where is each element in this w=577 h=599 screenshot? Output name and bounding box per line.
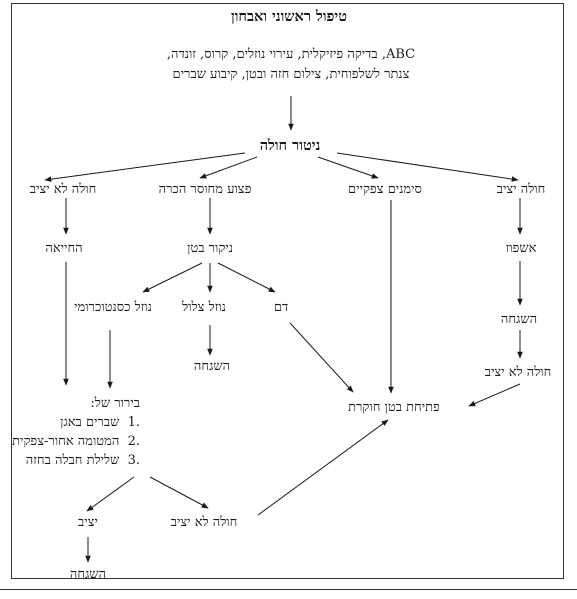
arrow-lavage-to-serosanguinous [142, 262, 203, 293]
diagram-title: טיפול ראשוני ואבחון [231, 8, 347, 25]
resuscitation: החייאה [45, 241, 83, 256]
lavage-clear-fluid: נוזל צלול [182, 300, 226, 315]
workup-item-2: 2. המטומה אחור-צפקית [12, 434, 140, 449]
final-unstable-patient: חולה לא יציב [170, 515, 238, 530]
final-observation: השגחה [69, 567, 107, 582]
initial-management-line-1: ABC, בדיקה פיזיקלית, עירוי נוזלים, קרוס,… [166, 47, 416, 62]
peritoneal-lavage: ניקור בטן [187, 241, 233, 256]
arrow-workup-to-stable [86, 476, 135, 512]
final-stable: יציב [78, 515, 98, 530]
initial-management-line-2: צנתר לשלפוחית, צילום חזה ובטן, קיבוע שבר… [172, 67, 410, 82]
observation-clear-fluid: השגחה [193, 359, 231, 374]
workup-item-1: 1. שברים באגן [60, 415, 140, 430]
branch-unstable-patient: חולה לא יציב [29, 182, 97, 197]
observation-stable-path: השגחה [500, 312, 538, 327]
arrow-monitoring-to-stable [336, 152, 519, 182]
arrow-monitoring-to-unstable [44, 152, 246, 182]
workup-item-3: 3. שלילת חבלה בחזה [25, 453, 140, 468]
unstable-after-observation: חולה לא יציב [484, 365, 552, 380]
branch-peritoneal-signs: סימנים צפקיים [348, 182, 422, 197]
branch-unconscious-injured: פצוע מחוסר הכרה [158, 182, 252, 197]
diagram-frame [11, 3, 564, 579]
arrow-unstable-to-laparotomy [468, 383, 521, 407]
workup-title: בירור של: [90, 396, 140, 411]
hospital-admission: אשפוז [505, 241, 537, 256]
exploratory-laparotomy: פתיחת בטן חוקרת [348, 400, 440, 415]
arrow-monitoring-to-peritoneal [317, 156, 379, 179]
lavage-blood: דם [273, 300, 289, 315]
arrow-blood-to-laparotomy [289, 322, 354, 393]
page-bottom-rule [0, 589, 577, 590]
patient-monitoring: ניטור חולה [259, 137, 321, 154]
lavage-serosanguinous-fluid: נוזל כסנטוכרומי [74, 300, 152, 315]
arrow-workup-to-unstable [149, 476, 209, 509]
arrow-final-unstable-to-laparotomy [257, 419, 389, 516]
arrow-monitoring-to-blunt [199, 156, 258, 179]
arrow-lavage-to-blood [217, 262, 276, 293]
workup-list: בירור של: 1. שברים באגן 2. המטומה אחור-צ… [12, 394, 140, 470]
branch-stable-patient: חולה יציב [496, 182, 546, 197]
